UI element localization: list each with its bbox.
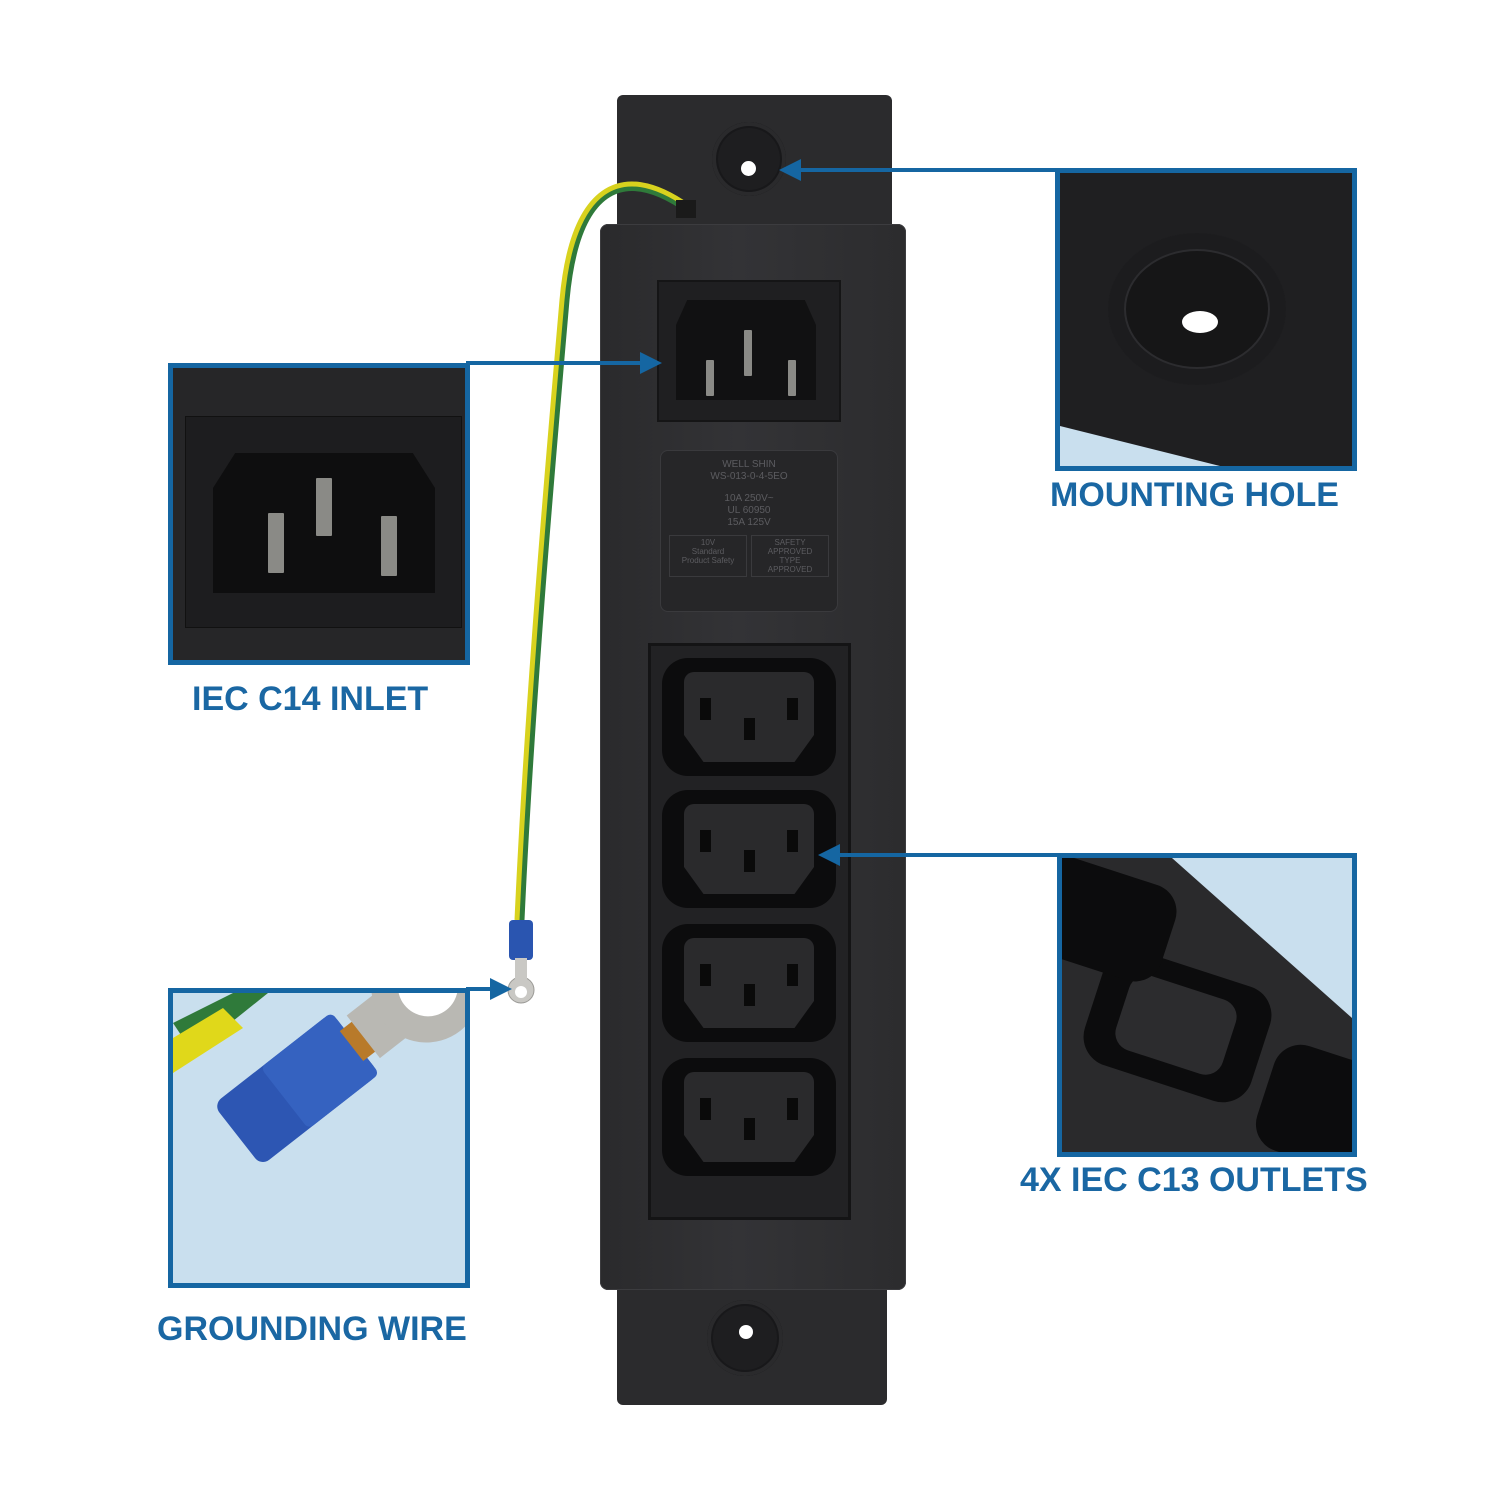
c14-pin-right: [788, 360, 796, 396]
top-mounting-hole-opening: [741, 161, 756, 176]
arrow-right-icon: [490, 978, 512, 1000]
mounting-hole-icon: [1108, 233, 1286, 385]
c14-pin-earth: [744, 330, 752, 376]
grounding-leader-line: [466, 987, 494, 991]
top-mounting-hole: [712, 122, 786, 196]
ring-terminal-sleeve: [509, 920, 533, 960]
label-line: 10A 250V~: [724, 493, 774, 504]
label-right-box: SAFETY APPROVED TYPE APPROVED: [751, 535, 829, 577]
wire-clamp: [676, 200, 696, 218]
outlets-leader-line: [838, 853, 1058, 857]
label-line: WELL SHIN: [722, 459, 776, 470]
bottom-mounting-hole-opening: [739, 1325, 753, 1339]
arrow-right-icon: [640, 352, 662, 374]
callout-c14-inlet-label: IEC C14 INLET: [192, 680, 429, 718]
callout-c13-outlets-frame: [1057, 853, 1357, 1157]
label-line: UL 60950: [727, 505, 771, 516]
c13-outlet-4: [662, 1058, 836, 1176]
c13-outlet-2: [662, 790, 836, 908]
rating-label-plate: WELL SHIN WS-013-0-4-5EO 10A 250V~ UL 60…: [660, 450, 838, 612]
callout-c14-inlet-frame: [168, 363, 470, 665]
callout-mounting-hole-label: MOUNTING HOLE: [1050, 476, 1339, 514]
c13-outlet-3: [662, 924, 836, 1042]
label-line: WS-013-0-4-5EO: [710, 471, 788, 482]
c13-outlet-1: [662, 658, 836, 776]
ring-terminal-icon: [173, 993, 465, 1163]
c14-pin-left: [706, 360, 714, 396]
arrow-left-icon: [779, 159, 801, 181]
callout-grounding-wire-frame: [168, 988, 470, 1288]
mounting-leader-line: [800, 168, 1057, 172]
callout-c13-outlets-label: 4X IEC C13 OUTLETS: [1020, 1161, 1368, 1199]
label-left-box: 10V Standard Product Safety: [669, 535, 747, 577]
label-line: 15A 125V: [727, 517, 771, 528]
c14-leader-line: [466, 361, 646, 365]
callout-mounting-hole-frame: [1055, 168, 1357, 471]
arrow-left-icon: [818, 844, 840, 866]
callout-grounding-wire-label: GROUNDING WIRE: [157, 1310, 467, 1348]
